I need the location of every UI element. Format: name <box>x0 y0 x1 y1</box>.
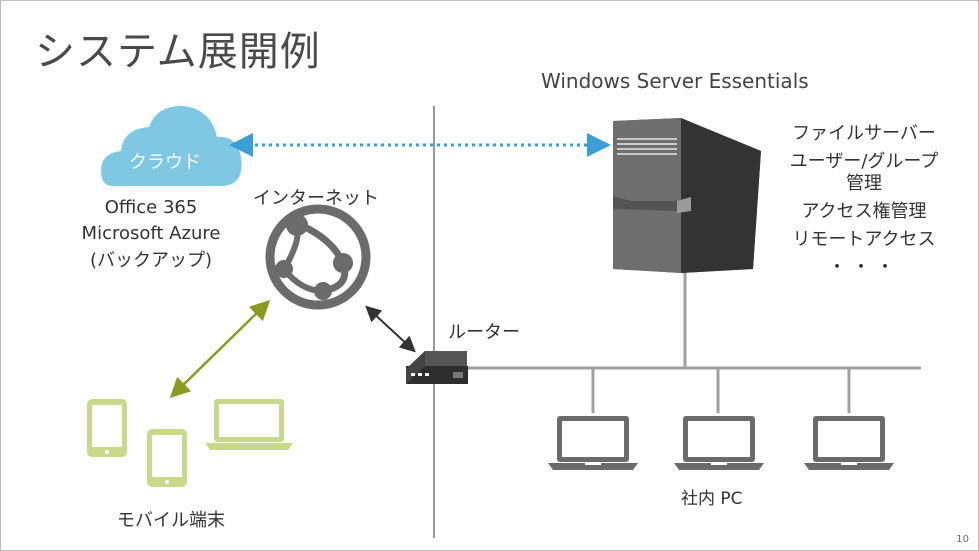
cloud-service: (バックアップ) <box>89 250 213 271</box>
server-feature: リモートアクセス <box>792 229 936 250</box>
server-title: Windows Server Essentials <box>541 69 809 93</box>
office-pc-laptops <box>548 416 894 470</box>
lan-lines <box>466 269 921 413</box>
server-feature: アクセス権管理 <box>801 201 927 222</box>
cloud-label: クラウド <box>129 152 201 173</box>
internet-label: インターネット <box>253 188 379 209</box>
page-number: 10 <box>956 534 969 545</box>
laptop-icon-mobile <box>205 399 293 450</box>
office-pc-label: 社内 PC <box>681 489 743 509</box>
smartphone-icon-2 <box>147 429 187 487</box>
smartphone-icon-1 <box>87 399 127 457</box>
internet-globe-icon <box>265 204 371 310</box>
slide-title: システム展開例 <box>35 29 321 75</box>
server-feature: ユーザー/グループ <box>789 151 939 172</box>
mobile-label: モバイル端末 <box>117 510 225 531</box>
cloud-service: Office 365 <box>104 197 198 218</box>
internet-mobile-link <box>169 300 271 398</box>
laptop-icon-2 <box>674 416 764 470</box>
server-feature: ・・・ <box>828 257 900 278</box>
laptop-icon-3 <box>804 416 894 470</box>
server-icon <box>613 118 761 273</box>
server-feature: ファイルサーバー <box>792 123 936 144</box>
cloud-service: Microsoft Azure <box>81 223 221 244</box>
laptop-icon-1 <box>548 416 638 470</box>
server-feature: 管理 <box>846 173 882 194</box>
cloud-icon <box>101 105 242 186</box>
mobile-devices <box>87 399 293 487</box>
internet-router-link <box>365 305 416 353</box>
router-label: ルーター <box>448 322 520 343</box>
router-icon <box>406 351 468 384</box>
